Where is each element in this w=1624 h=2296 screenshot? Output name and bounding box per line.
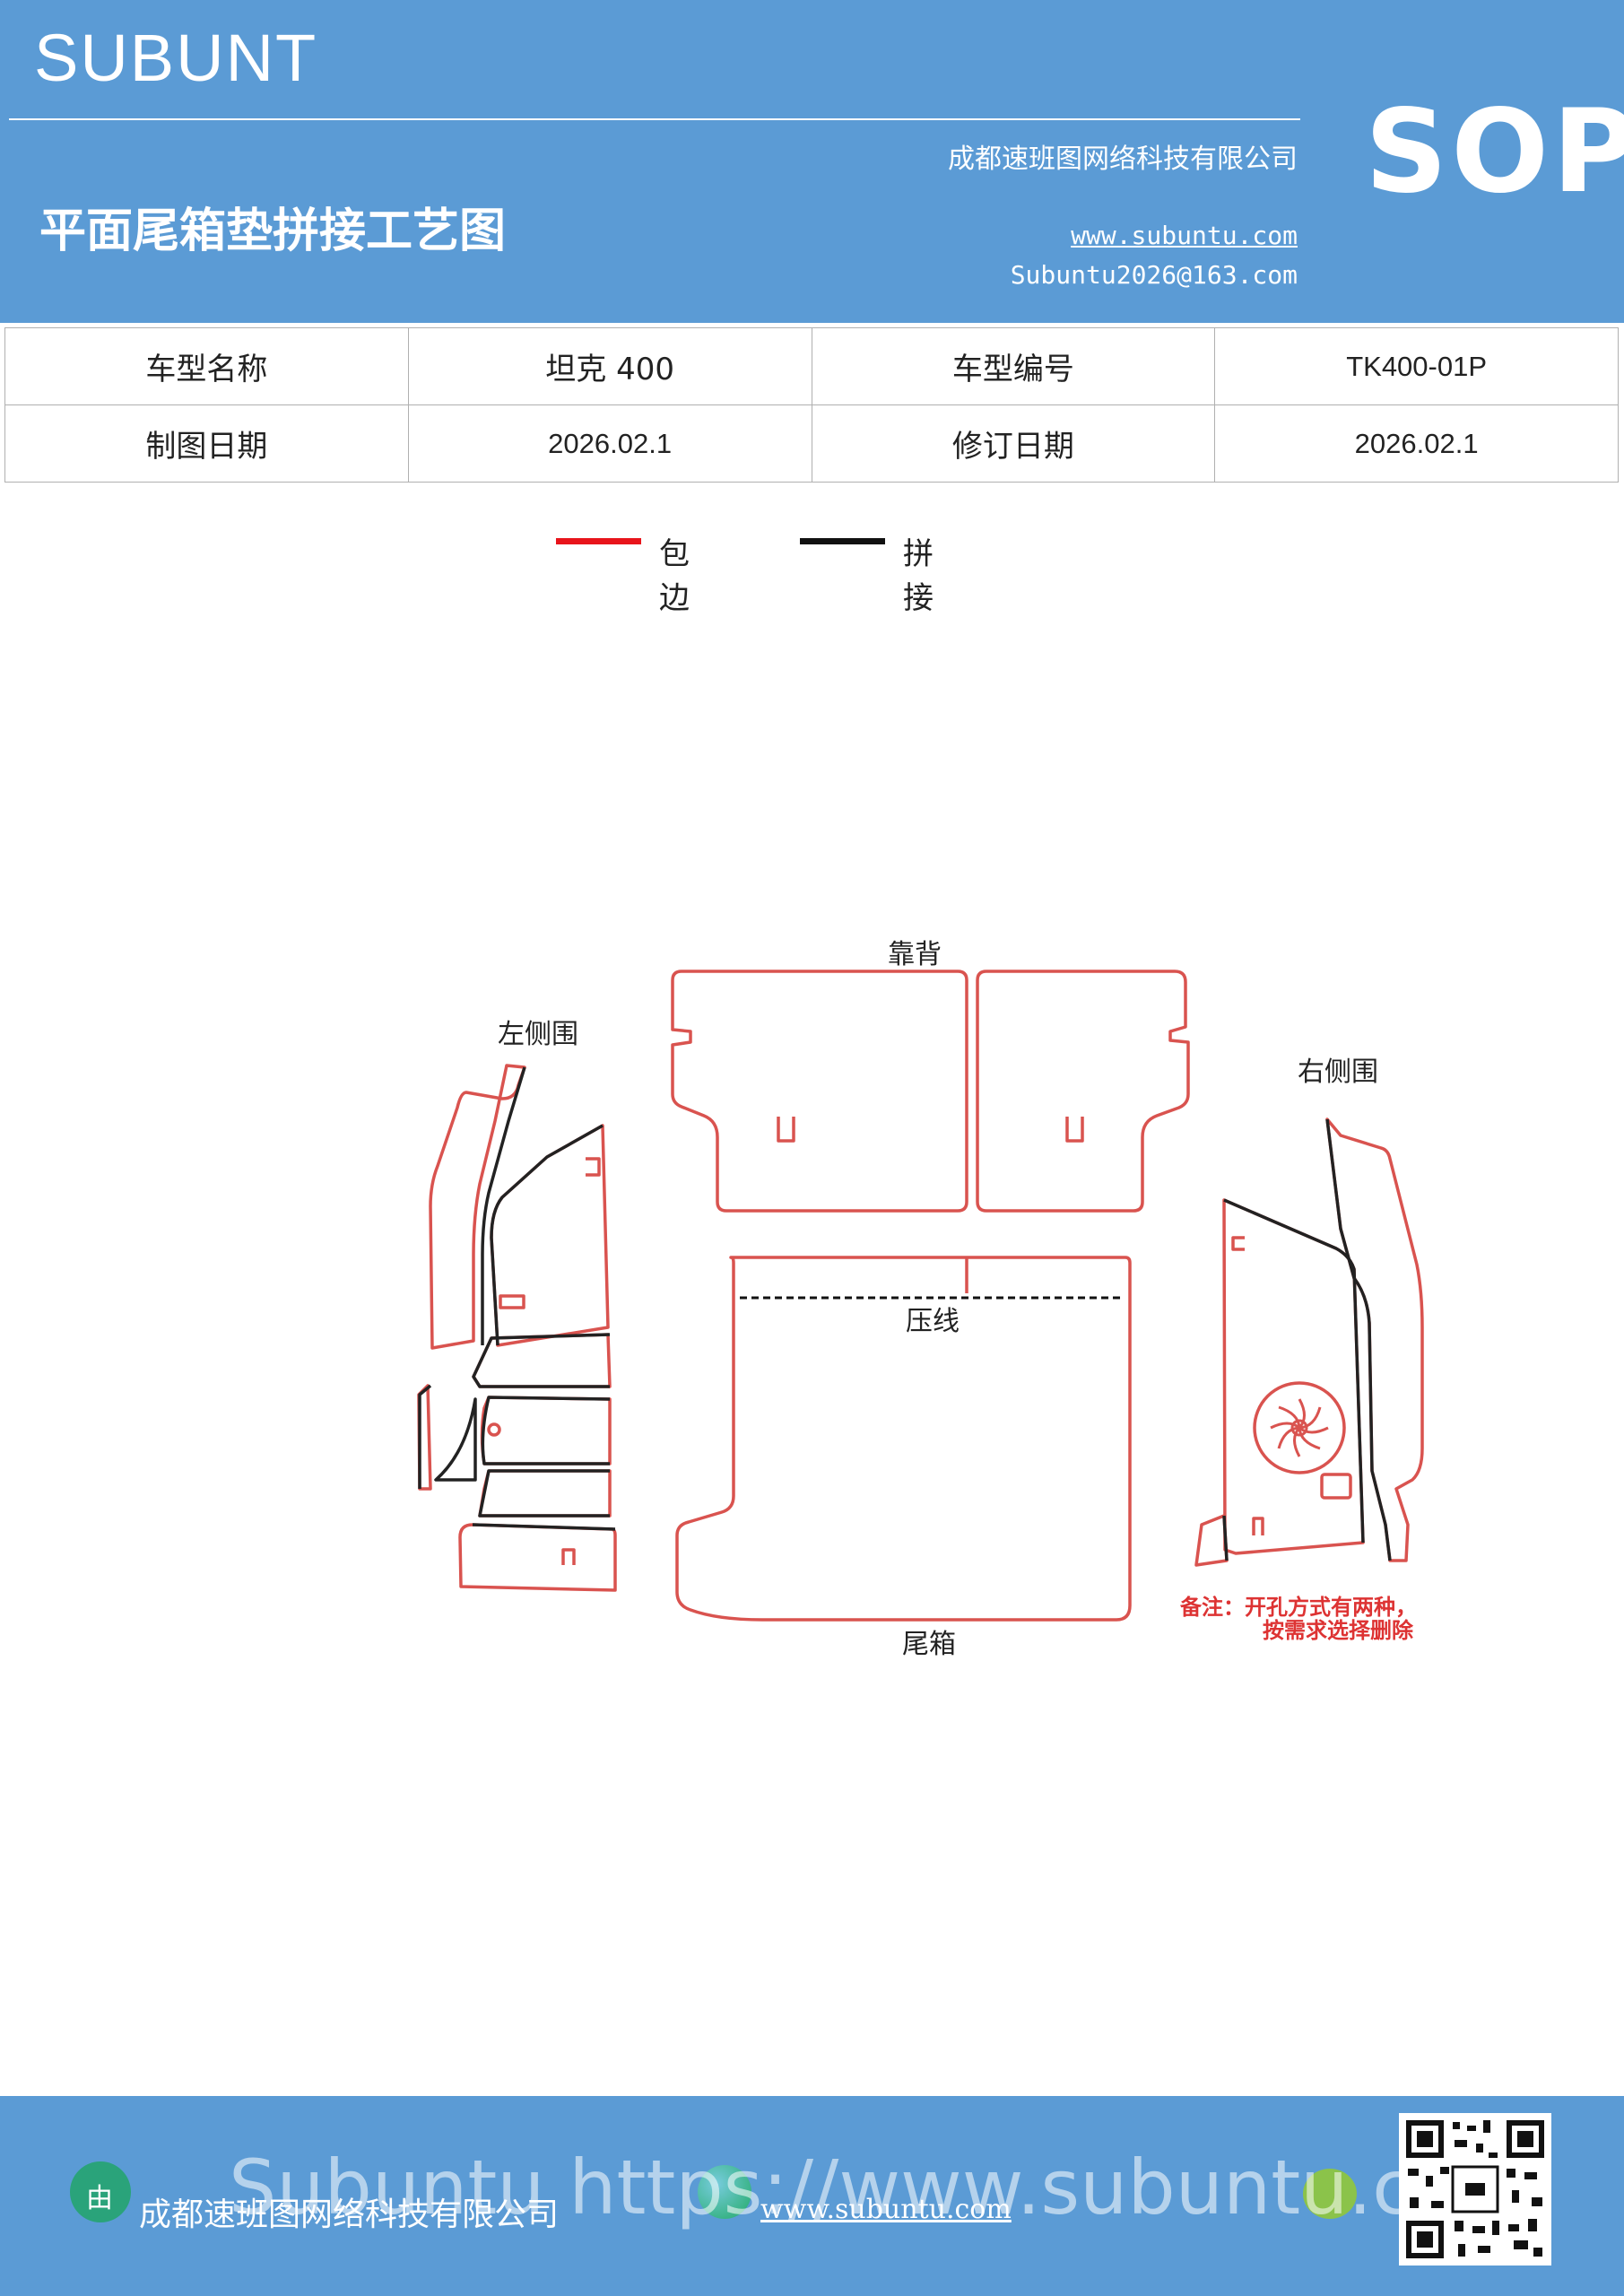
right-small-piece — [1194, 1514, 1229, 1567]
join-label: 拼接 — [903, 536, 934, 616]
backrest-right-piece — [976, 970, 1190, 1213]
model-code-label: 车型编号 — [811, 327, 1216, 405]
qr-code-icon[interactable] — [1399, 2113, 1551, 2266]
header-banner — [0, 0, 1624, 323]
contact-email[interactable]: Subuntu2026@163.com — [1010, 260, 1298, 290]
right-side-outer-piece — [1325, 1118, 1424, 1562]
footer-company-name: 成都速班图网络科技有限公司 — [139, 2196, 560, 2233]
revise-date-value: 2026.02.1 — [1214, 404, 1619, 483]
press-line-label: 压线 — [906, 1306, 960, 1337]
model-code-value: TK400-01P — [1214, 327, 1619, 405]
left-strip-4 — [458, 1523, 617, 1592]
draw-date-label: 制图日期 — [4, 404, 409, 483]
logo-glyph: 由 — [86, 2183, 113, 2214]
header-divider — [9, 118, 1300, 120]
left-strip-1 — [472, 1333, 612, 1388]
note-line-1: 备注：开孔方式有两种， — [1179, 1595, 1417, 1620]
globe-icon — [698, 2165, 751, 2219]
left-strip-2 — [480, 1396, 612, 1465]
left-side-hole — [499, 1294, 525, 1309]
document-title: 平面尾箱垫拼接工艺图 — [39, 204, 507, 258]
join-swatch — [800, 538, 885, 544]
right-side-slot-bottom — [1252, 1517, 1264, 1535]
left-strip-4-slot — [561, 1548, 576, 1565]
right-side-slot-top — [1231, 1236, 1245, 1251]
vent-rosette-icon — [1253, 1381, 1346, 1474]
footer-watermark: Subuntu https://www.subuntu.com — [229, 2144, 1533, 2231]
left-inner-seam — [490, 1124, 604, 1346]
edge-label: 包边 — [659, 536, 690, 616]
model-name-value: 坦克 400 — [407, 327, 812, 405]
right-side-label: 右侧围 — [1298, 1057, 1378, 1088]
backrest-left-piece — [671, 970, 968, 1213]
company-logo-icon: 由 — [70, 2161, 131, 2222]
draw-date-value: 2026.02.1 — [407, 404, 812, 483]
left-strip-hole — [487, 1422, 501, 1437]
footer-website-link[interactable]: www.subuntu.com — [760, 2194, 1012, 2225]
company-name: 成都速班图网络科技有限公司 — [948, 144, 1298, 175]
wechat-icon[interactable] — [1303, 2169, 1357, 2219]
left-side-outer-piece — [429, 1064, 526, 1350]
website-link[interactable]: www.subuntu.com — [1071, 221, 1298, 250]
table-row: 制图日期 2026.02.1 修订日期 2026.02.1 — [4, 404, 1619, 483]
vehicle-info-table: 车型名称 坦克 400 车型编号 TK400-01P 制图日期 2026.02.… — [4, 327, 1619, 483]
revise-date-label: 修订日期 — [811, 404, 1216, 483]
sop-badge: SOP — [1365, 85, 1624, 219]
left-side-slot — [586, 1157, 601, 1177]
left-small-seams — [418, 1384, 477, 1489]
vent-blades — [1270, 1398, 1329, 1457]
backrest-right-slot — [1065, 1117, 1084, 1143]
edge-swatch — [556, 538, 641, 544]
left-strip-3 — [478, 1469, 612, 1518]
model-name-label: 车型名称 — [4, 327, 409, 405]
right-small-seam — [1222, 1515, 1229, 1561]
trunk-label: 尾箱 — [902, 1629, 956, 1660]
left-side-label: 左侧围 — [498, 1019, 578, 1050]
note-line-2: 按需求选择删除 — [1263, 1618, 1414, 1643]
right-side-seam — [1325, 1118, 1392, 1561]
left-strip-seams — [472, 1333, 616, 1531]
right-side-square-hole — [1320, 1473, 1352, 1500]
right-inner-seam — [1223, 1198, 1365, 1544]
brand-logo-text: SUBUNT — [34, 21, 318, 95]
left-side-seam — [481, 1066, 526, 1345]
table-row: 车型名称 坦克 400 车型编号 TK400-01P — [4, 327, 1619, 405]
backrest-label: 靠背 — [888, 939, 942, 970]
backrest-left-slot — [777, 1117, 795, 1143]
trunk-floor-piece — [675, 1256, 1132, 1622]
